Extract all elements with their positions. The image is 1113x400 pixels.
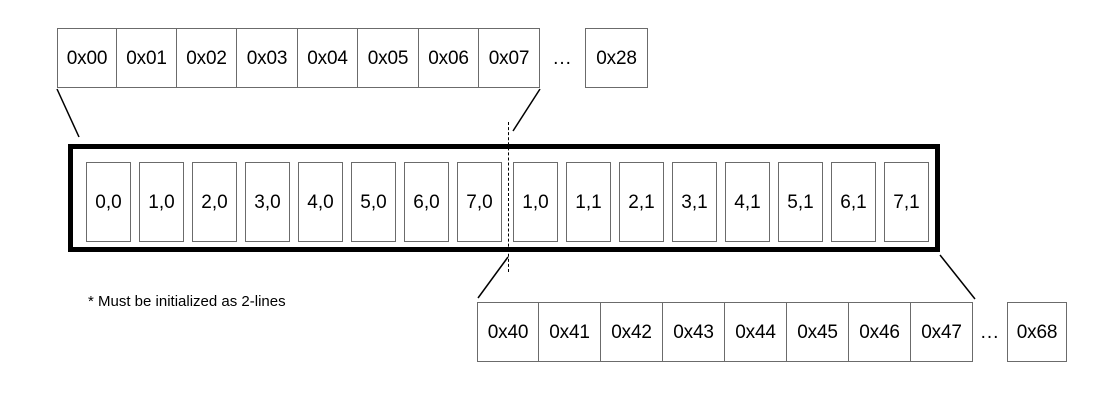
cache-cell: 2,1 — [619, 162, 664, 242]
cache-cell: 6,0 — [404, 162, 449, 242]
address-cell: 0x45 — [787, 302, 849, 362]
cache-cell: 3,1 — [672, 162, 717, 242]
cache-cell: 0,0 — [86, 162, 131, 242]
address-row-top-ellipsis: ... — [553, 47, 572, 69]
address-row-bottom-ellipsis: ... — [980, 321, 1000, 343]
cache-cell: 7,0 — [457, 162, 502, 242]
address-cell: 0x01 — [117, 28, 177, 88]
address-cell: 0x04 — [298, 28, 358, 88]
address-cell: 0x05 — [358, 28, 419, 88]
cache-cell: 7,1 — [884, 162, 929, 242]
address-cell-tail: 0x28 — [585, 28, 648, 88]
address-cell: 0x42 — [601, 302, 663, 362]
cache-cell: 1,0 — [513, 162, 558, 242]
address-cell: 0x44 — [725, 302, 787, 362]
address-cell: 0x00 — [57, 28, 117, 88]
cache-cell: 4,0 — [298, 162, 343, 242]
address-cell: 0x02 — [177, 28, 237, 88]
address-cell: 0x40 — [477, 302, 539, 362]
address-cell: 0x41 — [539, 302, 601, 362]
cache-cell: 2,0 — [192, 162, 237, 242]
address-cell-tail: 0x68 — [1007, 302, 1067, 362]
footnote-text: * Must be initialized as 2-lines — [88, 293, 286, 310]
cache-cell: 5,0 — [351, 162, 396, 242]
cache-cell: 3,0 — [245, 162, 290, 242]
address-cell: 0x46 — [849, 302, 911, 362]
cache-cell: 5,1 — [778, 162, 823, 242]
cache-cell: 1,0 — [139, 162, 184, 242]
cache-line-split-divider — [508, 122, 509, 272]
address-cell: 0x06 — [419, 28, 479, 88]
cache-cell: 1,1 — [566, 162, 611, 242]
cache-cell: 6,1 — [831, 162, 876, 242]
address-cell: 0x03 — [237, 28, 298, 88]
cache-cell: 4,1 — [725, 162, 770, 242]
address-cell: 0x43 — [663, 302, 725, 362]
address-cell: 0x07 — [479, 28, 540, 88]
address-cell: 0x47 — [911, 302, 973, 362]
